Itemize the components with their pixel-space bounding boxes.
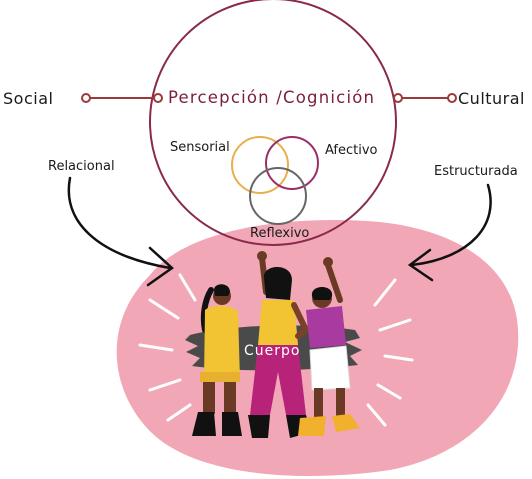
people-illustration [192,251,360,438]
afectivo-circle [265,136,319,190]
sensorial-circle [231,136,289,194]
label-cultural: Cultural [458,89,525,108]
hand-drawn-arrow-right [407,183,492,282]
label-reflexivo: Reflexivo [250,226,310,241]
label-estructurada: Estructurada [434,164,518,179]
sparkle-lines [138,273,414,427]
label-cuerpo: Cuerpo [244,343,301,359]
reflexivo-circle [249,167,307,225]
connector-lines [81,93,457,103]
hand-drawn-arrow-left [67,176,174,287]
perception-circle [149,0,397,246]
label-social: Social [3,89,54,108]
label-sensorial: Sensorial [170,140,230,155]
label-relacional: Relacional [48,159,115,174]
label-perception-cognition: Percepción /Cognición [168,88,376,107]
label-afectivo: Afectivo [325,143,378,158]
